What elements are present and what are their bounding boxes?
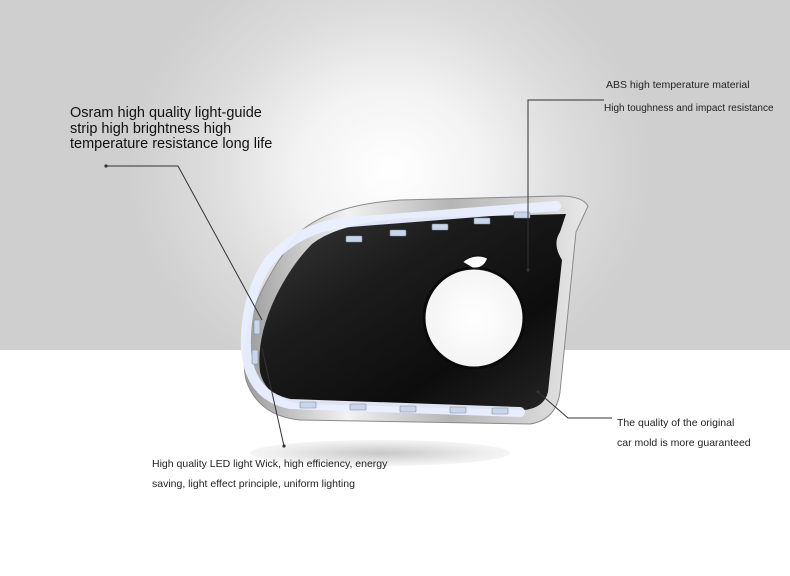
- callout-abs-line-2: High toughness and impact resistance: [604, 103, 774, 114]
- callout-osram-line-2: strip high brightness high: [70, 120, 232, 137]
- led-chips: [251, 211, 531, 415]
- callout-osram: Osram high quality light-guide strip hig…: [70, 105, 273, 153]
- callout-quality-line-2: car mold is more guaranteed: [617, 437, 751, 449]
- mount-notch: [460, 255, 489, 270]
- product-shadow: [250, 440, 510, 466]
- callout-quality-line-1: The quality of the original: [617, 417, 735, 429]
- callout-abs-line-1: ABS high temperature material: [606, 79, 750, 91]
- callout-osram-line-3: temperature resistance long life: [70, 136, 273, 152]
- callout-led-line-1: High quality LED light Wick, high effici…: [152, 458, 388, 470]
- led-strip: [263, 201, 561, 267]
- callout-led-line-2: saving, light effect principle, uniform …: [152, 478, 355, 490]
- fog-lamp-hole: [422, 266, 526, 370]
- callout-osram-line-1: Osram high quality light-guide: [70, 105, 262, 121]
